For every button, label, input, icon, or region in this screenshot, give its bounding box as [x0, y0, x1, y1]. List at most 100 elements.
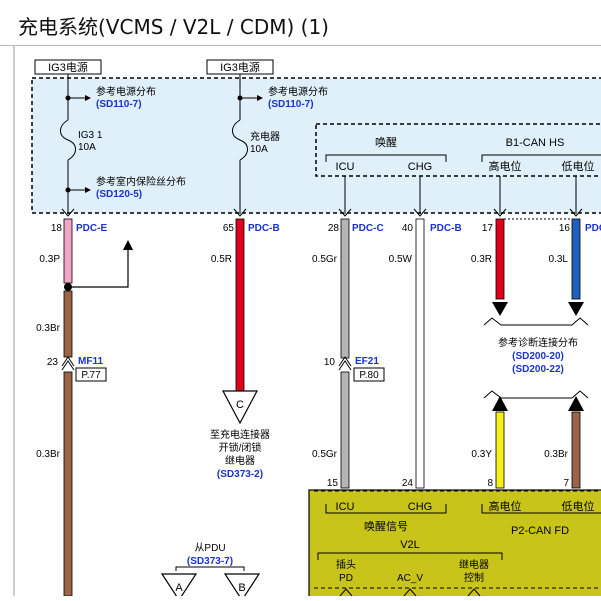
wire-label-05gr: 0.5Gr — [312, 254, 338, 265]
module-can-high: 高电位 — [489, 499, 522, 513]
connector-pdc-c: PDC-C — [352, 223, 384, 234]
wire-label-03br-c: 0.3Br — [544, 449, 569, 460]
power-dist-code-1: (SD110-7) — [96, 99, 142, 110]
c-marker-line1: 至充电连接器 — [210, 428, 270, 441]
wire-brown-can-low — [571, 411, 581, 489]
power-dist-code-2: (SD110-7) — [268, 99, 314, 110]
connector-ef21: EF21 — [355, 356, 379, 367]
wire-brown-upper — [63, 290, 73, 358]
wiring-diagram: IG3电源 IG3电源 参考电源分布 (SD110-7) IG3 1 10A 参… — [0, 46, 601, 601]
ig3-power-label-right: IG3电源 — [220, 60, 260, 74]
power-dist-ref-2: 参考电源分布 — [268, 85, 328, 98]
module-zone — [315, 123, 601, 177]
pdu-marker-a-letter: A — [175, 582, 183, 594]
ef21-page: P.80 — [359, 370, 379, 381]
can-high-arrow-down — [492, 302, 508, 316]
ig3-power-label-left: IG3电源 — [48, 60, 88, 74]
pdu-label: 从PDU — [194, 543, 225, 554]
module-wake-signal: 唤醒信号 — [364, 519, 408, 533]
wire-label-05r: 0.5R — [211, 254, 232, 265]
pin-28: 28 — [328, 223, 340, 234]
module-pin-24: 24 — [402, 478, 414, 489]
wire-red — [235, 218, 245, 392]
wire-label-03r: 0.3R — [471, 254, 492, 265]
c-marker-code: (SD373-2) — [217, 469, 263, 480]
pdu-marker-b-letter: B — [238, 582, 245, 594]
ef21-page-box — [353, 367, 385, 382]
module-ctrl: 控制 — [464, 571, 484, 584]
fuse-charger-name: 充电器 — [250, 130, 280, 143]
wake-group-title: 唤醒 — [375, 135, 397, 149]
can-high-label: 高电位 — [489, 159, 522, 173]
module-can-low: 低电位 — [562, 499, 595, 513]
wire-label-03br-a: 0.3Br — [36, 323, 61, 334]
fuse-ig31-name: IG3 1 — [78, 130, 103, 141]
pin-17: 17 — [482, 223, 494, 234]
wire-label-03y: 0.3Y — [471, 449, 492, 460]
fuse-dist-ref: 参考室内保险丝分布 — [96, 175, 186, 188]
wire-blue-can-low — [571, 218, 581, 300]
splice-arrow — [123, 240, 133, 250]
module-ac-v: AC_V — [397, 573, 423, 584]
connector-pdc-b-2: PDC-B — [430, 223, 462, 234]
vcms-module — [308, 489, 601, 601]
module-can-fd: P2-CAN FD — [511, 525, 569, 537]
pdu-code: (SD373-7) — [187, 556, 233, 567]
connector-pdc-b-1: PDC-B — [248, 223, 280, 234]
can-high-arrow-up — [492, 396, 508, 411]
c-marker-letter: C — [236, 399, 244, 411]
connector-mf11: MF11 — [78, 356, 103, 367]
diag-ref-code-2: (SD200-22) — [512, 364, 564, 375]
wake-chg-label: CHG — [408, 161, 432, 173]
fuse-charger-symbol — [232, 119, 248, 161]
wire-white — [415, 218, 425, 489]
module-pin-7: 7 — [563, 478, 569, 489]
title-bar: 充电系统(VCMS / V2L / CDM) (1) — [0, 0, 601, 46]
module-chg: CHG — [408, 501, 432, 513]
wire-pink — [63, 218, 73, 284]
diag-ref-label: 参考诊断连接分布 — [498, 336, 578, 349]
wake-icu-label: ICU — [336, 161, 355, 173]
can-low-arrow-down — [568, 302, 584, 316]
pin-40: 40 — [402, 223, 414, 234]
mf11-page: P.77 — [81, 370, 101, 381]
mf11-pin: 23 — [47, 357, 59, 368]
pin-65: 65 — [223, 223, 235, 234]
mf11-page-box — [75, 367, 107, 382]
pdu-marker-a — [160, 573, 198, 601]
can-group-title: B1-CAN HS — [506, 137, 565, 149]
c-marker-triangle — [222, 390, 258, 425]
wire-label-05w: 0.5W — [389, 254, 413, 265]
module-icu: ICU — [336, 501, 355, 513]
connector-pdc-e: PDC-E — [76, 223, 107, 234]
wire-label-03br-b: 0.3Br — [36, 449, 61, 460]
pin-16: 16 — [559, 223, 571, 234]
wire-label-03p: 0.3P — [39, 254, 60, 265]
fuse-dist-code: (SD120-5) — [96, 189, 142, 200]
module-pin-15: 15 — [327, 478, 339, 489]
wire-brown-lower — [63, 371, 73, 597]
can-low-label: 低电位 — [562, 159, 595, 173]
fuse-box-zone — [31, 77, 601, 214]
c-marker-line2: 开锁/闭锁 — [219, 441, 262, 454]
diag-ref-code-1: (SD200-20) — [512, 351, 564, 362]
pin-18: 18 — [51, 223, 63, 234]
c-marker-line3: 继电器 — [225, 454, 255, 467]
wire-gray-lower — [340, 371, 350, 489]
page-title: 充电系统(VCMS / V2L / CDM) (1) — [18, 15, 329, 39]
connector-pdc-truncated: PDC — [585, 223, 601, 234]
wire-label-05gr-b: 0.5Gr — [312, 449, 338, 460]
can-low-arrow-up — [568, 396, 584, 411]
wire-red-can-high — [495, 218, 505, 300]
module-relay: 继电器 — [459, 558, 489, 571]
fuse-charger-rating: 10A — [250, 144, 268, 155]
module-plug: 插头 — [336, 558, 356, 571]
wire-gray-upper — [340, 218, 350, 359]
ef21-pin: 10 — [324, 357, 336, 368]
wire-label-03l: 0.3L — [549, 254, 569, 265]
module-pin-8: 8 — [487, 478, 493, 489]
module-v2l: V2L — [400, 539, 420, 551]
power-dist-ref-1: 参考电源分布 — [96, 85, 156, 98]
fuse-ig31-symbol — [60, 119, 76, 161]
wire-yellow — [495, 411, 505, 489]
